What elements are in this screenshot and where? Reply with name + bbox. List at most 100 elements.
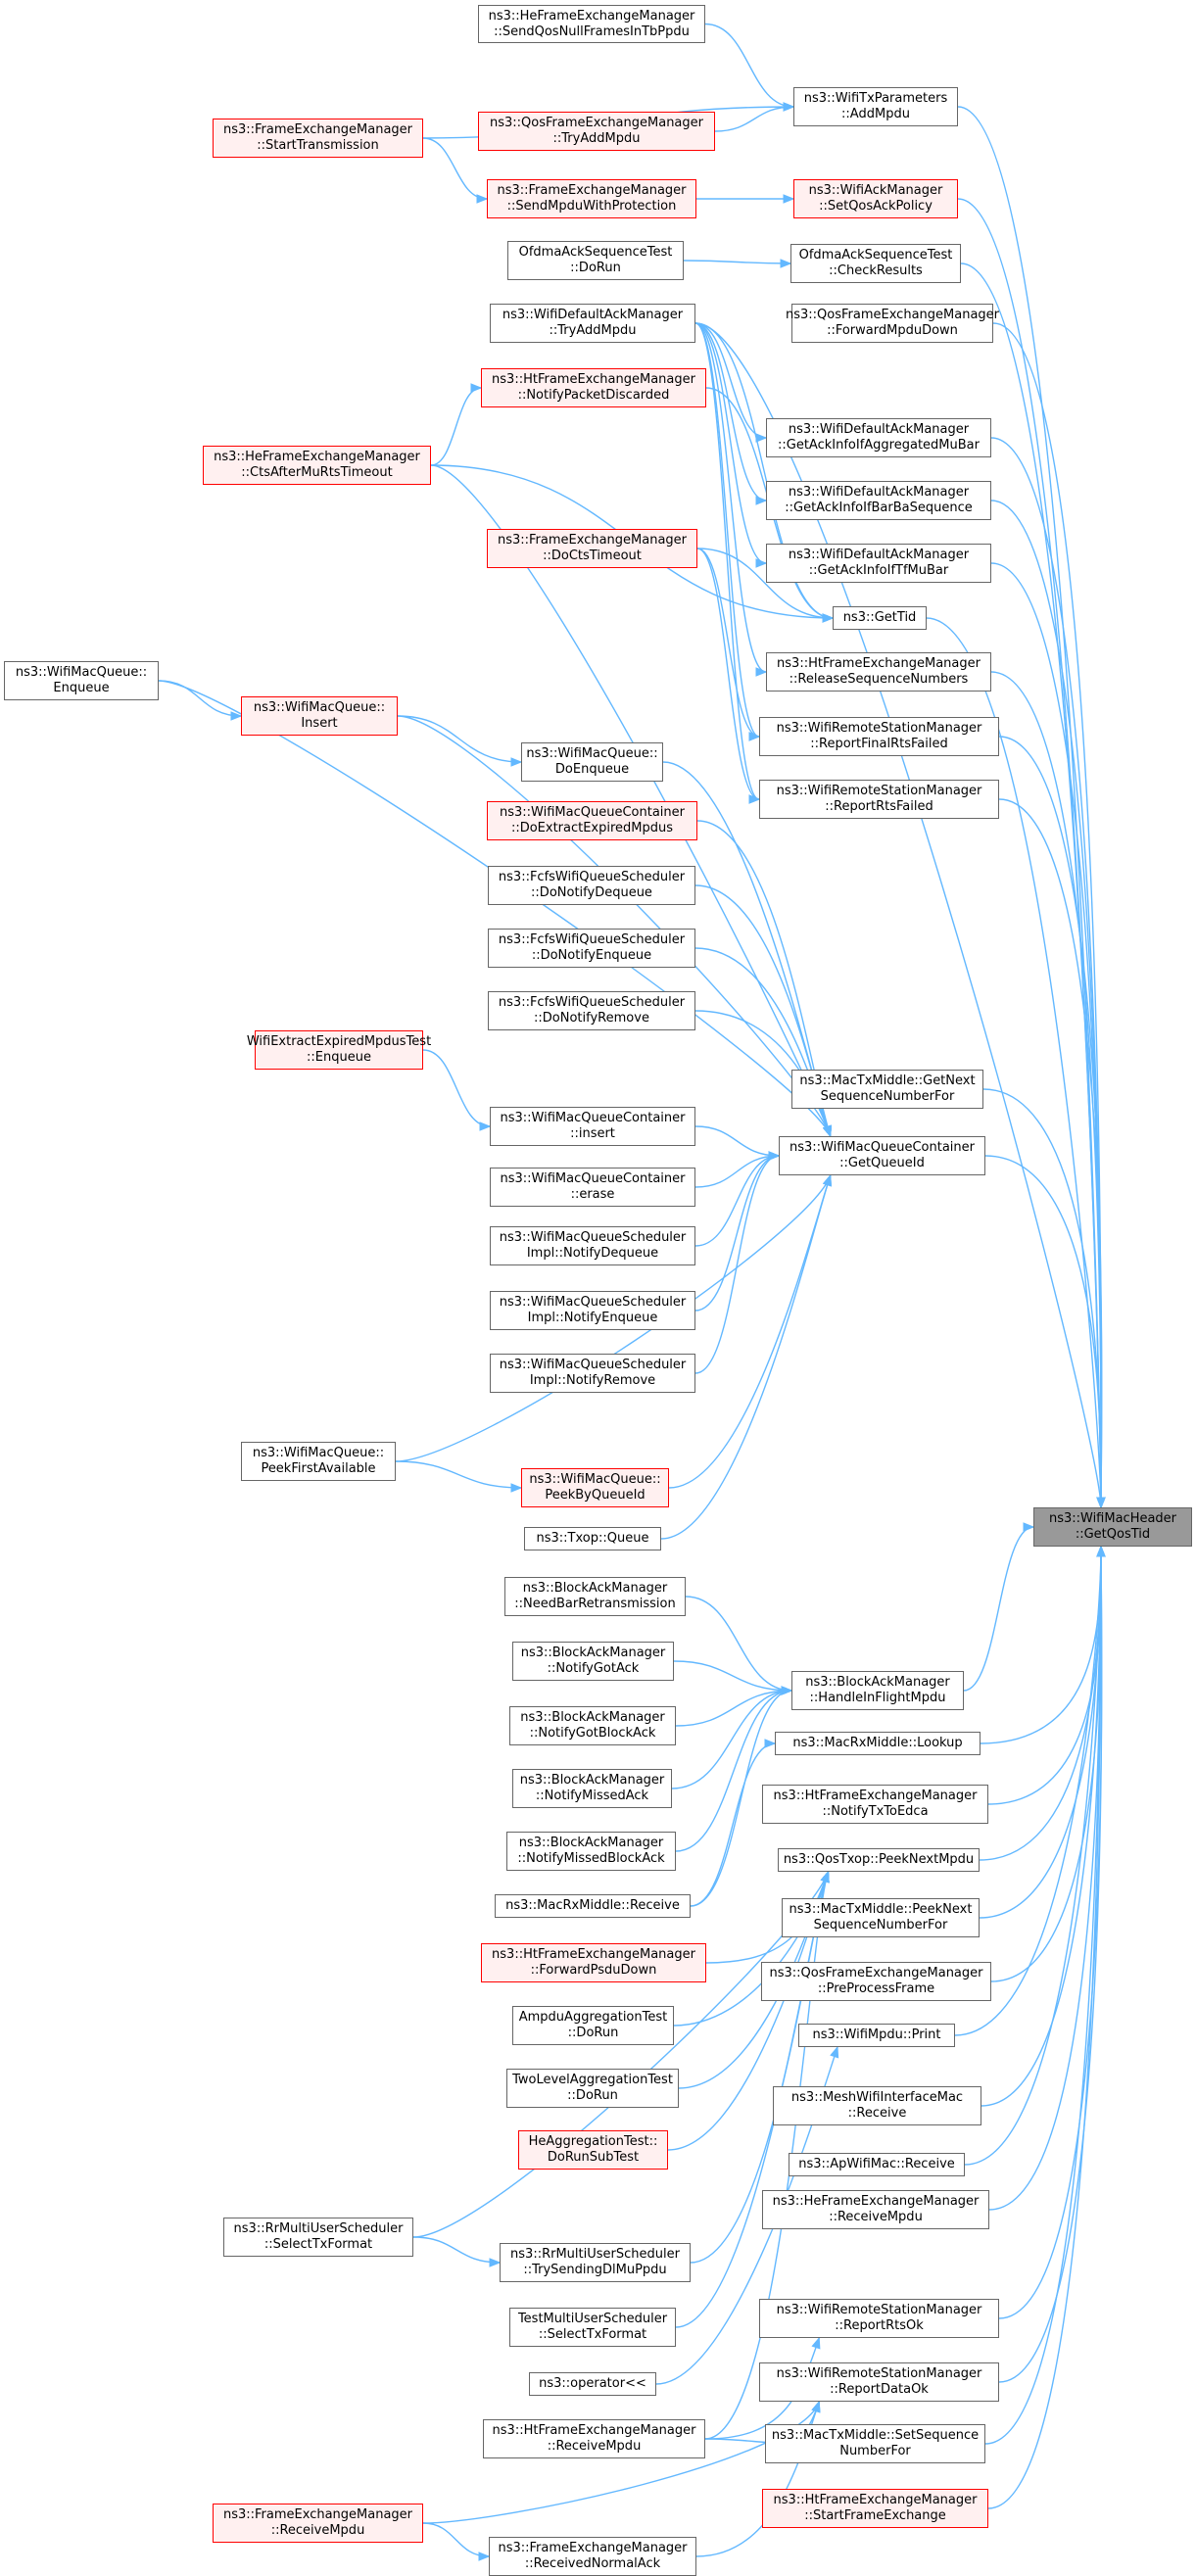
node-ns3-qosframeexchangemanager-tryaddmpdu[interactable]: ns3::QosFrameExchangeManager::TryAddMpdu — [478, 112, 715, 151]
node-ns3-wifimacqueue-doenqueue[interactable]: ns3::WifiMacQueue::DoEnqueue — [521, 742, 663, 782]
node-label-line: ns3::HeFrameExchangeManager — [772, 2194, 980, 2209]
node-ns3-wifimacqueuecontainer-erase[interactable]: ns3::WifiMacQueueContainer::erase — [490, 1168, 695, 1207]
node-ns3-frameexchangemanager-doctstimeout[interactable]: ns3::FrameExchangeManager::DoCtsTimeout — [487, 529, 697, 568]
node-ns3-blockackmanager-notifygotblockack[interactable]: ns3::BlockAckManager::NotifyGotBlockAck — [509, 1706, 676, 1745]
node-ns3-fcfswifiqueuescheduler-donotifyremove[interactable]: ns3::FcfsWifiQueueScheduler::DoNotifyRem… — [488, 991, 695, 1030]
node-label-line: ::ReportFinalRtsFailed — [810, 737, 948, 751]
node-ns3-wifimacqueue-peekbyqueueid[interactable]: ns3::WifiMacQueue::PeekByQueueId — [521, 1468, 669, 1507]
node-ns3-htframeexchangemanager-forwardpsdudown[interactable]: ns3::HtFrameExchangeManager::ForwardPsdu… — [481, 1943, 706, 1982]
call-edge — [694, 1155, 780, 1247]
node-ns3-frameexchangemanager-receivednormalack[interactable]: ns3::FrameExchangeManager::ReceivedNorma… — [489, 2537, 696, 2576]
node-ns3-heframeexchangemanager-ctsaftermurtstimeout[interactable]: ns3::HeFrameExchangeManager::CtsAfterMuR… — [203, 446, 431, 485]
node-ofdmaacksequencetest-dorun[interactable]: OfdmaAckSequenceTest::DoRun — [507, 241, 684, 280]
node-ns3-wifimacqueuecontainer-getqueueid[interactable]: ns3::WifiMacQueueContainer::GetQueueId — [779, 1136, 985, 1175]
node-label-line: ns3::WifiMacQueueScheduler — [499, 1230, 687, 1245]
node-ns3-frameexchangemanager-receivempdu[interactable]: ns3::FrameExchangeManager::ReceiveMpdu — [213, 2504, 423, 2543]
node-label-line: ::SelectTxFormat — [263, 2237, 373, 2252]
node-ns3-wifimacqueue-insert[interactable]: ns3::WifiMacQueue::Insert — [241, 696, 398, 736]
node-label-line: ns3::WifiDefaultAckManager — [788, 548, 970, 562]
node-ns3-wifimacqueuecontainer-doextractexpiredmpdus[interactable]: ns3::WifiMacQueueContainer::DoExtractExp… — [487, 801, 697, 840]
call-edge — [694, 1155, 780, 1374]
node-label-line: ::GetQosTid — [1075, 1527, 1151, 1542]
node-label-line: ::CtsAfterMuRtsTimeout — [241, 465, 393, 480]
node-label-line: NumberFor — [839, 2444, 911, 2458]
node-ns3-apwifimac-receive[interactable]: ns3::ApWifiMac::Receive — [789, 2153, 965, 2176]
call-edge — [675, 1690, 792, 1727]
node-label-line: ::ReceivedNormalAck — [524, 2556, 661, 2571]
node-ns3-blockackmanager-handleinflightmpdu[interactable]: ns3::BlockAckManager::HandleInFlightMpdu — [791, 1671, 964, 1710]
node-ampduaggregationtest-dorun[interactable]: AmpduAggregationTest::DoRun — [512, 2006, 674, 2045]
node-ns3-qosframeexchangemanager-forwardmpdudown[interactable]: ns3::QosFrameExchangeManager::ForwardMpd… — [786, 304, 999, 343]
node-ns3-wifiackmanager-setqosackpolicy[interactable]: ns3::WifiAckManager::SetQosAckPolicy — [793, 179, 958, 218]
node-label-line: ::GetAckInfoIfTfMuBar — [808, 563, 949, 578]
node-ofdmaacksequencetest-checkresults[interactable]: OfdmaAckSequenceTest::CheckResults — [790, 244, 961, 283]
node-ns3-fcfswifiqueuescheduler-donotifyenqueue[interactable]: ns3::FcfsWifiQueueScheduler::DoNotifyEnq… — [488, 929, 695, 968]
node-label-line: ns3::WifiMacQueue:: — [529, 1472, 661, 1487]
node-ns3-heframeexchangemanager-receivempdu[interactable]: ns3::HeFrameExchangeManager::ReceiveMpdu — [762, 2190, 989, 2229]
node-label-line: ns3::QosFrameExchangeManager — [769, 1966, 983, 1980]
node-label-line: ns3::HeFrameExchangeManager — [214, 450, 420, 464]
node-ns3-wifimacqueue-peekfirstavailable[interactable]: ns3::WifiMacQueue::PeekFirstAvailable — [241, 1442, 396, 1481]
node-label-line: ::DoNotifyRemove — [534, 1011, 649, 1026]
node-twolevelaggregationtest-dorun[interactable]: TwoLevelAggregationTest::DoRun — [506, 2069, 679, 2108]
node-ns3-wifimpdu-print[interactable]: ns3::WifiMpdu::Print — [798, 2024, 955, 2047]
node-label-line: AmpduAggregationTest — [518, 2010, 668, 2025]
node-ns3-frameexchangemanager-starttransmission[interactable]: ns3::FrameExchangeManager::StartTransmis… — [213, 119, 423, 158]
node-ns3-htframeexchangemanager-releasesequencenumbers[interactable]: ns3::HtFrameExchangeManager::ReleaseSequ… — [766, 652, 991, 692]
node-ns3-qostxop-peeknextmpdu[interactable]: ns3::QosTxop::PeekNextMpdu — [778, 1848, 980, 1872]
node-ns3-htframeexchangemanager-notifytxtoedca[interactable]: ns3::HtFrameExchangeManager::NotifyTxToE… — [762, 1785, 988, 1824]
node-wifiextractexpiredmpdustest-enqueue[interactable]: WifiExtractExpiredMpdusTest::Enqueue — [247, 1030, 431, 1070]
call-edge — [990, 1546, 1102, 1982]
node-ns3-htframeexchangemanager-receivempdu[interactable]: ns3::HtFrameExchangeManager::ReceiveMpdu — [483, 2419, 705, 2458]
node-ns3-htframeexchangemanager-startframeexchange[interactable]: ns3::HtFrameExchangeManager::StartFrameE… — [762, 2489, 988, 2528]
node-testmultiuserscheduler-selecttxformat[interactable]: TestMultiUserScheduler::SelectTxFormat — [509, 2308, 676, 2347]
node-label-line: ns3::HtFrameExchangeManager — [492, 2423, 696, 2438]
node-ns3-macrxmiddle-lookup[interactable]: ns3::MacRxMiddle::Lookup — [775, 1732, 981, 1755]
node-ns3-rrmultiuserscheduler-trysendingdlmuppdu[interactable]: ns3::RrMultiUserScheduler::TrySendingDlM… — [500, 2243, 691, 2282]
node-ns3-wifitxparameters-addmpdu[interactable]: ns3::WifiTxParameters::AddMpdu — [793, 87, 958, 126]
node-ns3-wifiremotestationmanager-reportrtsfailed[interactable]: ns3::WifiRemoteStationManager::ReportRts… — [759, 780, 999, 819]
call-edge — [704, 2337, 820, 2440]
node-ns3-wifiremotestationmanager-reportdataok[interactable]: ns3::WifiRemoteStationManager::ReportDat… — [759, 2362, 999, 2402]
node-ns3-fcfswifiqueuescheduler-donotifydequeue[interactable]: ns3::FcfsWifiQueueScheduler::DoNotifyDeq… — [488, 866, 695, 905]
node-ns3-blockackmanager-needbarretransmission[interactable]: ns3::BlockAckManager::NeedBarRetransmiss… — [504, 1577, 686, 1616]
node-label-line: OfdmaAckSequenceTest — [518, 245, 673, 260]
node-ns3-qosframeexchangemanager-preprocessframe[interactable]: ns3::QosFrameExchangeManager::PreProcess… — [761, 1962, 991, 2001]
node-ns3-wifiremotestationmanager-reportfinalrtsfailed[interactable]: ns3::WifiRemoteStationManager::ReportFin… — [759, 717, 999, 756]
node-label-line: ns3::WifiRemoteStationManager — [776, 2303, 982, 2317]
node-ns3-wifidefaultackmanager-getackinfoiftfmubar[interactable]: ns3::WifiDefaultAckManager::GetAckInfoIf… — [766, 544, 991, 583]
node-ns3-htframeexchangemanager-notifypacketdiscarded[interactable]: ns3::HtFrameExchangeManager::NotifyPacke… — [481, 368, 706, 407]
node-ns3-wifidefaultackmanager-getackinfoifbarbasequence[interactable]: ns3::WifiDefaultAckManager::GetAckInfoIf… — [766, 481, 991, 520]
node-ns3-rrmultiuserscheduler-selecttxformat[interactable]: ns3::RrMultiUserScheduler::SelectTxForma… — [223, 2218, 413, 2257]
node-label-line: ns3::WifiDefaultAckManager — [788, 422, 970, 437]
node-label-line: ::Receive — [847, 2106, 907, 2121]
node-heaggregationtest-dorunsubtest[interactable]: HeAggregationTest::DoRunSubTest — [518, 2130, 668, 2170]
node-label-line: ns3::FcfsWifiQueueScheduler — [498, 870, 686, 884]
node-label-line: ns3::WifiRemoteStationManager — [776, 2366, 982, 2381]
node-ns3-wifidefaultackmanager-tryaddmpdu[interactable]: ns3::WifiDefaultAckManager::TryAddMpdu — [490, 304, 695, 343]
node-label-line: ::ReportRtsOk — [835, 2318, 924, 2333]
node-ns3-meshwifiinterfacemac-receive[interactable]: ns3::MeshWifiInterfaceMac::Receive — [773, 2086, 981, 2125]
node-ns3-operator[interactable]: ns3::operator<< — [529, 2372, 656, 2396]
node-ns3-frameexchangemanager-sendmpduwithprotection[interactable]: ns3::FrameExchangeManager::SendMpduWithP… — [487, 179, 696, 218]
node-ns3-wifidefaultackmanager-getackinfoifaggregatedmubar[interactable]: ns3::WifiDefaultAckManager::GetAckInfoIf… — [766, 418, 991, 457]
node-ns3-wifimacqueuecontainer-insert[interactable]: ns3::WifiMacQueueContainer::insert — [490, 1107, 695, 1146]
edge-arrowhead — [822, 1124, 832, 1138]
node-ns3-blockackmanager-notifymissedack[interactable]: ns3::BlockAckManager::NotifyMissedAck — [512, 1769, 672, 1808]
node-ns3-wifiremotestationmanager-reportrtsok[interactable]: ns3::WifiRemoteStationManager::ReportRts… — [759, 2299, 999, 2338]
node-ns3-txop-queue[interactable]: ns3::Txop::Queue — [524, 1527, 661, 1550]
node-ns3-heframeexchangemanager-sendqosnullframesintbppdu[interactable]: ns3::HeFrameExchangeManager::SendQosNull… — [478, 5, 705, 43]
edge-arrowhead — [489, 2258, 502, 2267]
node-ns3-blockackmanager-notifygotack[interactable]: ns3::BlockAckManager::NotifyGotAck — [512, 1642, 674, 1681]
node-ns3-blockackmanager-notifymissedblockack[interactable]: ns3::BlockAckManager::NotifyMissedBlockA… — [506, 1832, 676, 1871]
node-ns3-gettid[interactable]: ns3::GetTid — [833, 606, 927, 630]
node-ns3-wifimacqueue-enqueue[interactable]: ns3::WifiMacQueue::Enqueue — [4, 661, 159, 700]
node-ns3-macrxmiddle-receive[interactable]: ns3::MacRxMiddle::Receive — [495, 1894, 691, 1918]
node-label-line: ns3::WifiMacQueue:: — [15, 665, 148, 680]
